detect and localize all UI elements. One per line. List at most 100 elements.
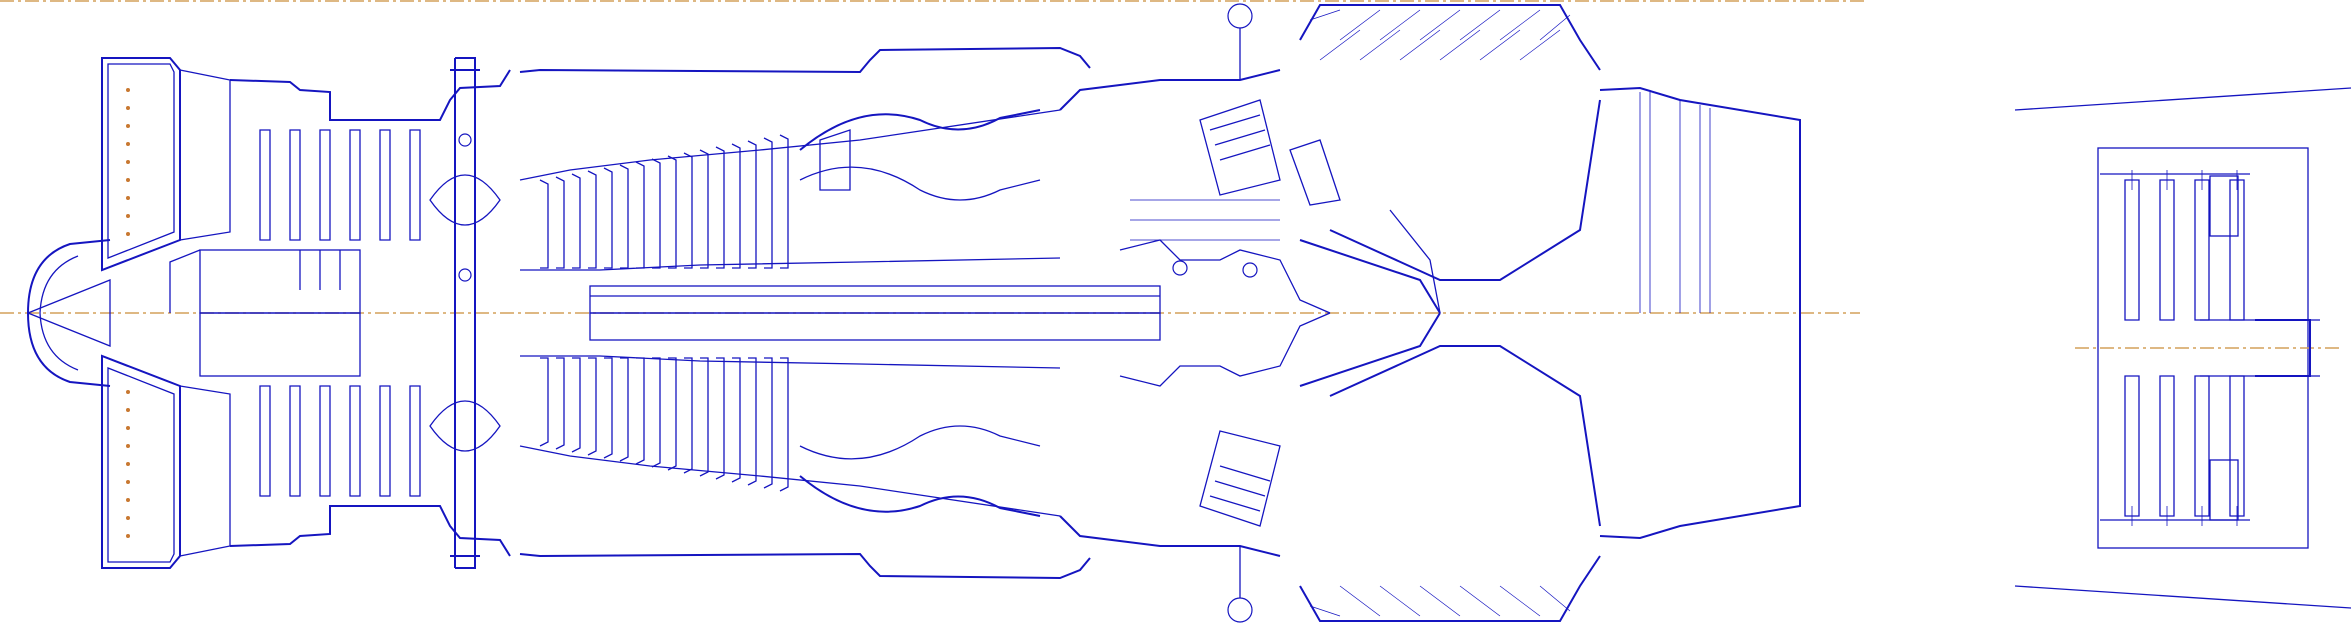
rivet-dot: [126, 178, 130, 182]
lp-compressor-casing: [229, 505, 511, 557]
compressor-blade: [571, 357, 581, 453]
compressor-blade: [763, 137, 773, 269]
turbine-disk-lines: [1130, 199, 1280, 241]
compressor-blade: [571, 173, 581, 269]
spinner-inner: [39, 312, 79, 371]
rivet-dot: [126, 88, 130, 92]
lp-compressor-blade: [409, 129, 421, 241]
lp-compressor-blade: [289, 385, 301, 497]
detail-stage-blade: [2194, 179, 2210, 321]
detail-stage-blade: [2229, 179, 2245, 321]
rivet-dot: [126, 534, 130, 538]
combustor-liner-inner: [799, 425, 1041, 460]
bypass-casing: [1299, 4, 1601, 71]
compressor-blade: [635, 161, 645, 269]
compressor-blade: [715, 357, 725, 480]
inlet-guide-vane: [179, 385, 231, 557]
exhaust-duct: [1329, 99, 1601, 281]
intermediate-case-strut: [429, 400, 501, 452]
compressor-blade: [667, 357, 677, 471]
exhaust-cone: [1299, 239, 1441, 314]
detail-turbine-section: [2014, 87, 2351, 609]
hp-compressor-flowpath-inner: [520, 257, 1061, 271]
inlet-rivet-dots: [126, 88, 130, 538]
inlet-casing: [101, 354, 181, 569]
hp-compressor-outer-casing: [519, 552, 1091, 580]
compressor-blade: [699, 357, 709, 477]
lp-shaft-housing: [199, 249, 361, 314]
bolt-icon: [1242, 262, 1258, 278]
bypass-hatching: [1309, 9, 1571, 41]
turbine-blade-2: [1289, 139, 1341, 206]
bolt-icon: [1172, 260, 1188, 276]
exhaust-nozzle: [1599, 313, 1801, 540]
detail-turbine-stages: [2124, 170, 2245, 526]
intermediate-case-strut: [429, 174, 501, 226]
combustor-liner-outer: [799, 475, 1041, 517]
hp-turbine-casing: [1059, 69, 1281, 111]
detail-break-line-top: [2014, 87, 2351, 111]
engine-lower-half: [27, 312, 1801, 623]
lp-front-bearing: [169, 249, 201, 313]
rivet-dot: [126, 516, 130, 520]
rivet-dot: [126, 214, 130, 218]
intermediate-case-disk: [450, 57, 480, 313]
bypass-hatching-2: [1319, 29, 1561, 61]
hp-compressor-outer-casing: [519, 46, 1091, 74]
lp-compressor-blade: [409, 385, 421, 497]
compressor-blade: [619, 164, 629, 269]
mount-lug-icon: [1227, 3, 1253, 29]
compressor-blade: [555, 176, 565, 269]
lp-shaft-ribs: [299, 250, 341, 290]
lp-compressor-blade: [379, 129, 391, 241]
compressor-blade: [747, 357, 757, 486]
detail-seal-box: [2209, 459, 2239, 521]
rivet-dot: [126, 390, 130, 394]
rivet-dot: [126, 106, 130, 110]
hp-compressor-flowpath-outer: [519, 445, 1061, 517]
compressor-blade: [683, 152, 693, 269]
lp-compressor-blade: [259, 129, 271, 241]
spinner-cone: [27, 279, 111, 314]
compressor-blade: [587, 357, 597, 456]
rivet-dot: [126, 124, 130, 128]
rivet-dot: [126, 408, 130, 412]
exhaust-plug-upper: [1389, 209, 1441, 314]
turbine-blade-1-detail: [1209, 465, 1271, 512]
rivet-dot: [126, 444, 130, 448]
detail-stage-blade: [2159, 179, 2175, 321]
combustor-liner-inner: [799, 166, 1041, 201]
compressor-blade: [763, 357, 773, 489]
compressor-blade: [635, 357, 645, 465]
rivet-dot: [126, 426, 130, 430]
bypass-casing: [1299, 555, 1601, 622]
nozzle-frame-lines: [1639, 92, 1711, 313]
detail-stage-blade: [2124, 179, 2140, 321]
compressor-blade: [587, 170, 597, 269]
hp-compressor-flowpath-inner: [520, 355, 1061, 369]
inlet-casing-inner: [107, 63, 175, 259]
rivet-dot: [126, 480, 130, 484]
turbine-blade-1: [1199, 430, 1281, 527]
lp-shaft-housing: [199, 312, 361, 377]
bolt-icon: [458, 268, 472, 282]
lp-compressor-blade: [349, 385, 361, 497]
rivet-dot: [126, 498, 130, 502]
inlet-casing: [101, 57, 181, 272]
rivet-dot: [126, 462, 130, 466]
compressor-blade: [603, 357, 613, 459]
detail-stage-blade: [2159, 375, 2175, 517]
hp-turbine-casing: [1059, 515, 1281, 557]
lp-compressor-blade: [379, 385, 391, 497]
engine-upper-half: [27, 3, 1801, 314]
compressor-blade: [651, 158, 661, 269]
compressor-blade: [731, 357, 741, 483]
fuel-nozzle: [819, 129, 851, 191]
compressor-blade: [779, 357, 789, 492]
lp-compressor-casing: [229, 69, 511, 121]
exhaust-cone: [1299, 312, 1441, 387]
detail-break-line-bottom: [2014, 585, 2351, 609]
main-shaft-lower: [589, 312, 1161, 341]
